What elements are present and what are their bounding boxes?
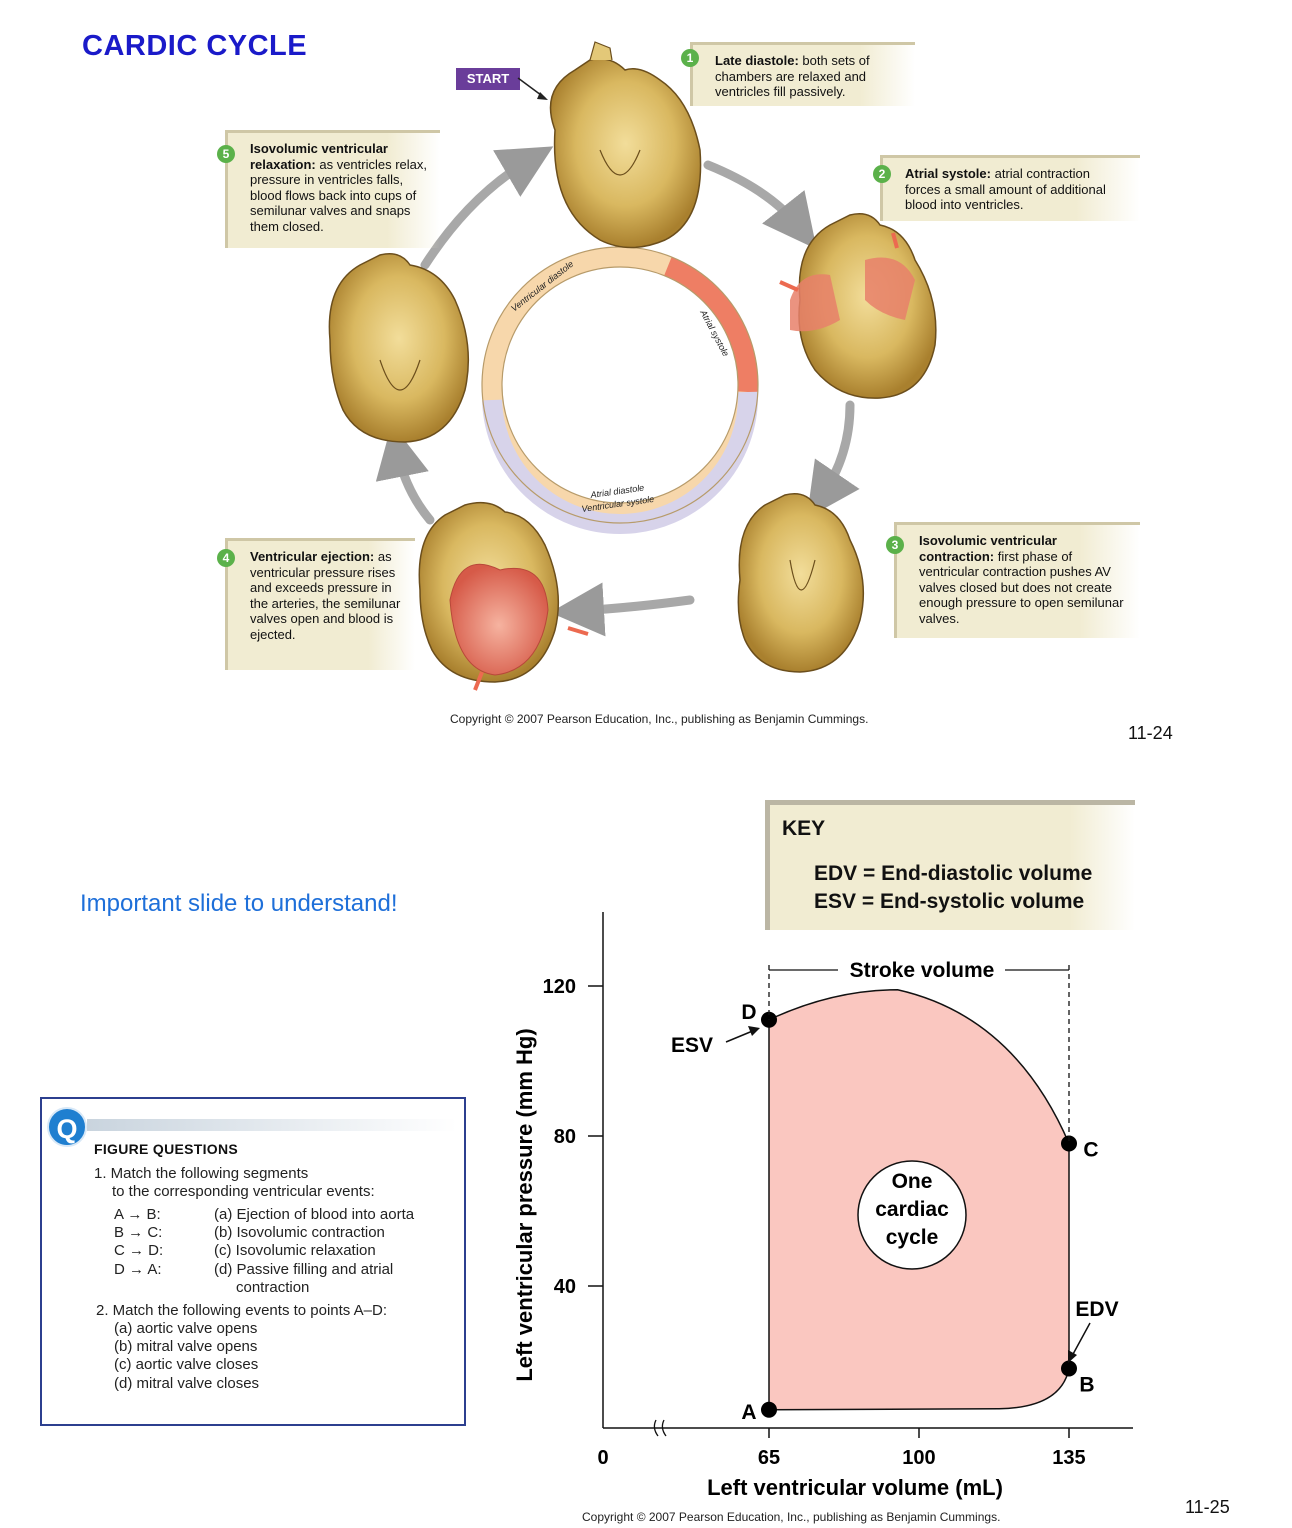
segment-ab: A → B:	[114, 1206, 161, 1223]
phase-5-number: 5	[217, 145, 235, 163]
x-tick-label: 100	[902, 1447, 935, 1469]
point-a	[761, 1401, 777, 1418]
segment-bc: B → C:	[114, 1224, 163, 1241]
y-tick-label: 80	[554, 1126, 576, 1148]
heart-3-illustration	[737, 493, 865, 673]
phase-3-number: 3	[886, 536, 904, 554]
phase-1-text: both sets of chambers are relaxed and ve…	[715, 53, 870, 99]
cycle-arrows	[375, 146, 860, 637]
copyright-bottom: Copyright © 2007 Pearson Education, Inc.…	[582, 1510, 1001, 1524]
heart-2-illustration	[779, 213, 937, 399]
q1-intro-line1: 1. Match the following segments	[94, 1165, 309, 1182]
esv-arrow	[725, 1029, 756, 1043]
q1-intro-line2: to the corresponding ventricular events:	[112, 1183, 375, 1200]
segment-cd: C → D:	[114, 1242, 164, 1259]
copyright-top: Copyright © 2007 Pearson Education, Inc.…	[450, 712, 869, 726]
important-note: Important slide to understand!	[80, 890, 398, 917]
heart-1-illustration	[549, 41, 702, 249]
q2-item-a: (a) aortic valve opens	[114, 1320, 258, 1337]
phase-5-callout: Isovolumic ventricular relaxation: as ve…	[225, 130, 440, 248]
edv-arrowhead	[1068, 1350, 1077, 1363]
cardiac-cycle-diagram: Ventricular diastole Atrial systole Atri…	[328, 41, 937, 691]
key-esv: ESV = End-systolic volume	[814, 890, 1085, 913]
stroke-volume-label: Stroke volume	[850, 959, 995, 982]
x-tick-label: 0	[597, 1447, 608, 1469]
phase-ring	[481, 246, 759, 535]
phase-4-text: as ventricular pressure rises and exceed…	[250, 549, 401, 642]
point-label-c: C	[1083, 1139, 1098, 1162]
point-label-b: B	[1079, 1374, 1094, 1397]
q2-item-b: (b) mitral valve opens	[114, 1338, 258, 1355]
key-title: KEY	[782, 817, 826, 840]
phase-2-text: atrial contraction forces a small amount…	[905, 166, 1106, 212]
heart-5-illustration	[328, 253, 470, 443]
phase-5-text: as ventricles relax, pressure in ventric…	[250, 156, 428, 234]
event-c: (c) Isovolumic relaxation	[214, 1242, 376, 1259]
start-badge: START	[456, 68, 520, 90]
phase-2-number: 2	[873, 165, 891, 183]
figure-questions-header-bar	[87, 1119, 457, 1131]
edv-arrow	[1071, 1322, 1091, 1357]
event-b: (b) Isovolumic contraction	[214, 1224, 385, 1241]
key-box: KEY EDV = End-diastolic volume ESV = End…	[765, 800, 1135, 930]
event-d-continued: contraction	[236, 1279, 310, 1296]
y-tick-label: 40	[554, 1276, 576, 1298]
event-d: (d) Passive filling and atrial	[214, 1261, 394, 1278]
phase-3-text: first phase of ventricular contraction p…	[919, 548, 1124, 626]
point-label-a: A	[741, 1401, 756, 1424]
heart-4-illustration	[418, 501, 589, 691]
x-axis-label: Left ventricular volume (mL)	[707, 1475, 1003, 1500]
esv-arrowhead	[748, 1026, 760, 1036]
phase-1-callout: Late diastole: both sets of chambers are…	[690, 42, 915, 106]
phase-1-number: 1	[681, 49, 699, 67]
phase-4-title: Ventricular ejection:	[250, 549, 375, 564]
slide-number-top: 11-24	[1128, 723, 1173, 743]
phase-5-title: Isovolumic ventricular relaxation:	[250, 141, 388, 172]
one-cardiac-cycle-circle	[857, 1160, 967, 1270]
pv-points: A B C D	[741, 1001, 1098, 1424]
q2-item-d: (d) mitral valve closes	[114, 1375, 260, 1392]
slide-number-bottom: 11-25	[1185, 1497, 1230, 1517]
phase-2-callout: Atrial systole: atrial contraction force…	[880, 155, 1140, 221]
esv-annotation: ESV	[671, 1034, 713, 1057]
y-axis-label: Left ventricular pressure (mm Hg)	[512, 1028, 537, 1381]
cycle-label-center_3: cycle	[886, 1226, 939, 1249]
event-a: (a) Ejection of blood into aorta	[214, 1206, 415, 1223]
x-tick-label: 135	[1052, 1447, 1085, 1469]
axis-break	[653, 1419, 667, 1437]
phase-3-title: Isovolumic ventricular contraction:	[919, 533, 1057, 564]
question-icon: Q	[47, 1107, 87, 1147]
x-tick-label: 65	[758, 1447, 780, 1469]
phase-1-title: Late diastole:	[715, 53, 799, 68]
point-label-d: D	[741, 1001, 756, 1024]
segment-da: D → A:	[114, 1261, 162, 1278]
point-b	[1060, 1360, 1077, 1377]
q2-item-c: (c) aortic valve closes	[114, 1356, 259, 1373]
q2-intro: 2. Match the following events to points …	[96, 1302, 387, 1319]
phase-4-callout: Ventricular ejection: as ventricular pre…	[225, 538, 415, 670]
figure-questions-title: FIGURE QUESTIONS	[94, 1141, 239, 1157]
cycle-label-center_1: One	[892, 1170, 933, 1193]
figure-questions-box: Q FIGURE QUESTIONS 1. Match the followin…	[40, 1097, 466, 1426]
phase-3-callout: Isovolumic ventricular contraction: firs…	[894, 522, 1140, 638]
phase-2-title: Atrial systole:	[905, 166, 991, 181]
cycle-label-center_2: cardiac	[875, 1198, 949, 1221]
page-title: CARDIC CYCLE	[82, 30, 308, 62]
point-c	[1060, 1135, 1077, 1152]
key-edv: EDV = End-diastolic volume	[814, 862, 1093, 885]
y-tick-label: 120	[543, 976, 576, 998]
phase-4-number: 4	[217, 549, 235, 567]
edv-annotation: EDV	[1075, 1298, 1118, 1321]
